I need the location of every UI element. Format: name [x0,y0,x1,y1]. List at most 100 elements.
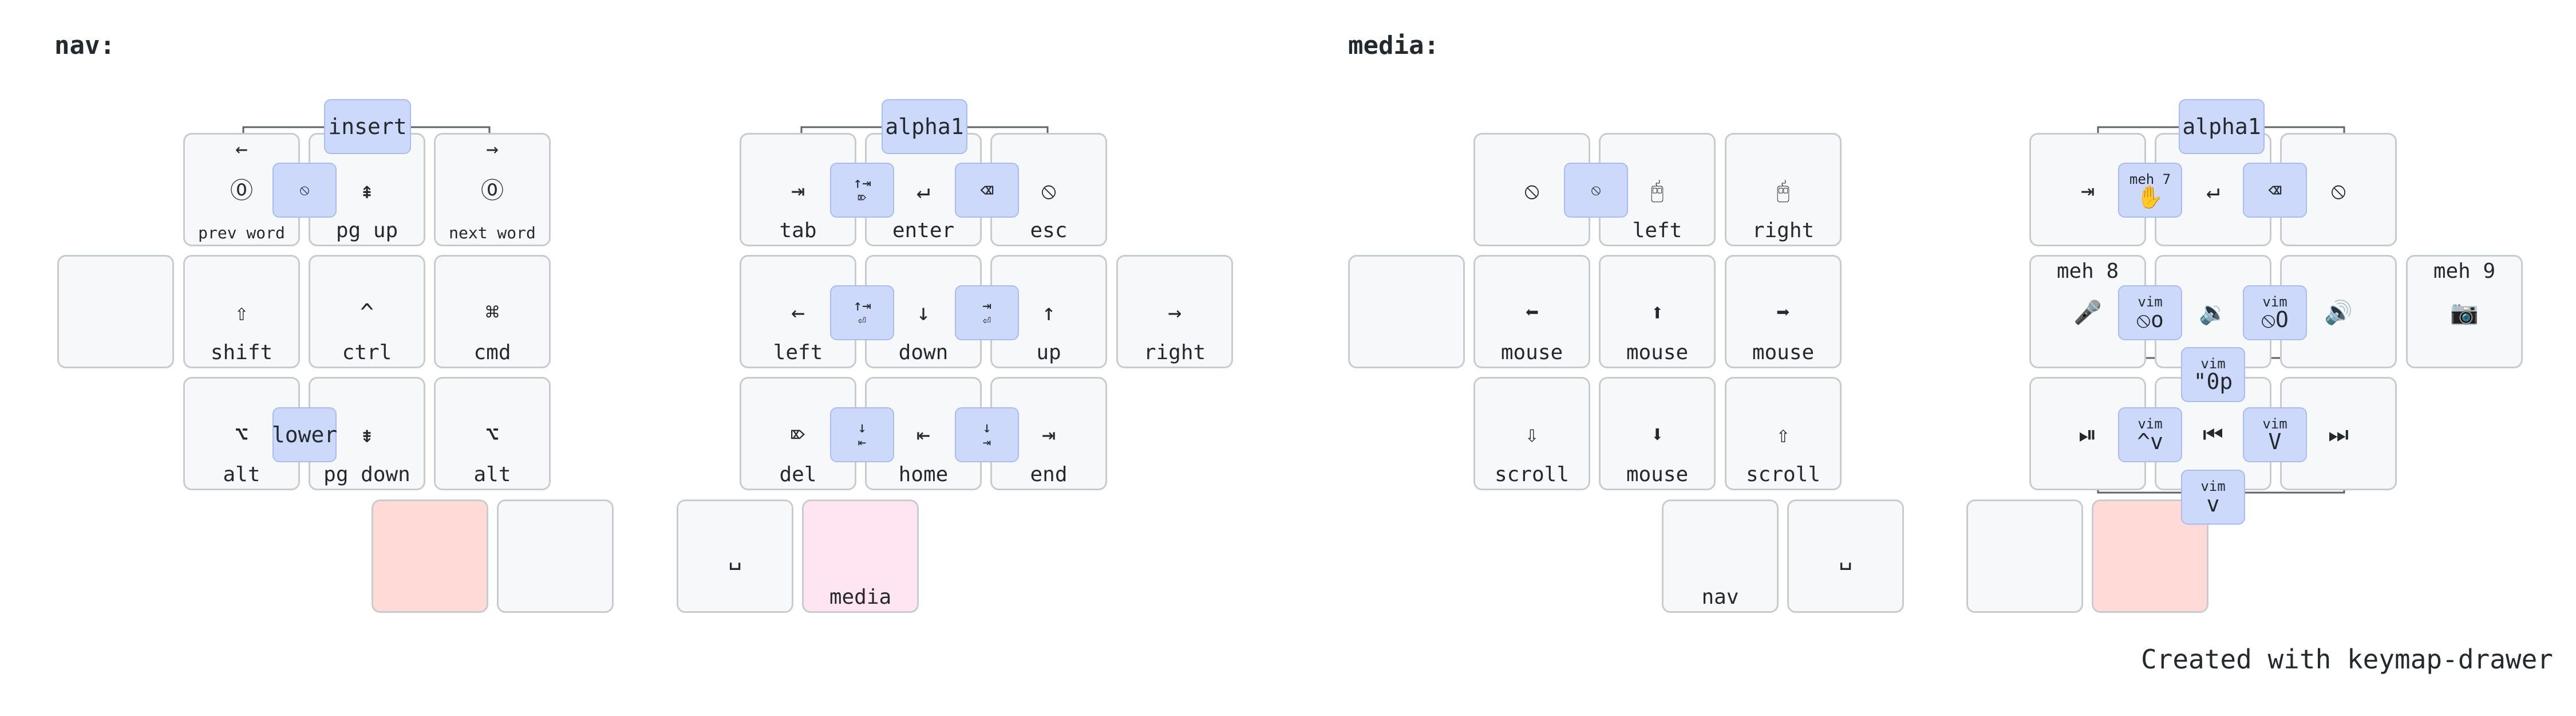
key-m-empty[interactable] [1348,255,1465,368]
key-label: esc [1030,219,1068,242]
key-m-space[interactable]: ␣ [1787,499,1904,613]
key-label: pg up [335,219,398,242]
combo-tab-enter[interactable]: ⇥⏎ [955,285,1019,340]
key-meh9[interactable]: meh 9📷 [2406,255,2523,368]
key-scroll-down[interactable]: ⇩scroll [1473,377,1590,490]
volume-up-icon: 🔊 [2324,300,2353,326]
key-nav[interactable]: nav [1662,499,1779,613]
tab-up-icon: ↑⇥ [853,297,871,314]
key-label: prev word [198,223,285,242]
esc-icon: ⦸ [1041,178,1057,204]
key-alt-right[interactable]: ⌥ alt [434,377,551,490]
scroll-down-icon: ⇩ [1524,422,1539,448]
hand-icon: ✋ [2136,184,2164,210]
mouse-icon: 🖰 [1650,178,1664,204]
key-media[interactable]: media [802,499,919,613]
space-icon: ␣ [1838,544,1853,571]
arrow-right-icon: → [1167,300,1182,326]
circle-arrow-down-icon: ⬇ [1650,422,1665,448]
cmd-icon: ⌘ [485,300,500,326]
key-label: home [898,463,949,486]
enter-icon: ↵ [916,178,931,204]
key-label: right [1143,341,1206,364]
key-mouse-move-up[interactable]: ⬆mouse [1599,255,1716,368]
arrow-down-icon: ↓ [858,419,867,436]
arrow-down-icon: ↓ [916,300,931,326]
option-icon: ⌥ [234,422,249,448]
key-empty-left[interactable] [57,255,174,368]
combo-label: v [2206,491,2220,517]
combo-down-end[interactable]: ↓⇥ [955,407,1019,462]
key-shift[interactable]: ⇧shift [183,255,300,368]
enter-icon: ↵ [2206,178,2221,204]
key-cmd[interactable]: ⌘cmd [434,255,551,368]
combo-vim-o[interactable]: vim⦸o [2118,285,2182,340]
volume-down-icon: 🔉 [2199,300,2227,326]
key-right[interactable]: → right [1116,255,1233,368]
mouse-icon: 🖰 [1776,178,1790,204]
key-label: enter [892,219,955,242]
key-scroll-up[interactable]: ⇧scroll [1725,377,1842,490]
circle-arrow-left-icon: ⬅ [1524,300,1539,326]
prev-track-icon: ⏮ [2203,422,2223,448]
combo-alpha1[interactable]: alpha1 [882,99,967,154]
key-mouse-move-left[interactable]: ⬅ mouse [1473,255,1590,368]
arrow-left-icon: ← [791,300,805,326]
combo-vim-ctrl-v[interactable]: vim^v [2118,407,2182,462]
scroll-up-icon: ⇧ [1776,422,1791,448]
key-label: pg down [323,463,410,486]
none-icon: ⦸ [1591,182,1601,199]
combo-label: ⦸o [2136,307,2164,332]
key-mouse-move-right[interactable]: ➡mouse [1725,255,1842,368]
circle-arrow-right-icon: ➡ [1776,300,1791,326]
combo-top-label: meh 7 [2129,171,2171,187]
combo-vim-0p[interactable]: vim"0p [2181,347,2245,402]
key-label: alt [223,463,260,486]
tab-icon: ⇥ [791,178,805,204]
combo-tab-swap[interactable]: ↑⇥⌦ [830,163,894,218]
combo-none[interactable]: ⦸ [272,163,337,218]
combo-backspace[interactable]: ⌫ [955,163,1019,218]
combo-top-label: vim [2138,416,2163,432]
backspace-icon: ⌫ [980,178,994,203]
combo-m-alpha1[interactable]: alpha1 [2179,99,2265,154]
key-label: mouse [1500,341,1563,364]
option-icon: ⌥ [485,422,500,448]
circle-arrow-up-icon: ⬆ [1650,300,1665,326]
space-icon: ␣ [728,544,742,571]
combo-label: "0p [2193,369,2233,394]
combo-label: insert [328,114,407,139]
key-m-thumb-empty[interactable] [1966,499,2083,613]
key-thumb-red[interactable] [372,499,488,613]
combo-m-backspace[interactable]: ⌫ [2243,163,2307,218]
combo-top-label: vim [2262,416,2287,432]
key-label: tab [779,219,817,242]
combo-insert[interactable]: insert [324,99,411,154]
arrow-right-icon: → [486,137,499,161]
arrow-down-icon: ↓ [982,419,991,436]
none-icon: ⦸ [1524,178,1540,204]
key-mouse-move-down[interactable]: ⬇mouse [1599,377,1716,490]
combo-label: V [2268,429,2282,454]
key-label: ctrl [342,341,392,364]
combo-meh7[interactable]: meh 7✋ [2118,163,2182,218]
key-ctrl[interactable]: ^ctrl [309,255,425,368]
combo-vim-O[interactable]: vim⦸O [2243,285,2307,340]
hold-label: meh 9 [2433,259,2496,283]
none-icon: ⦸ [299,182,310,199]
delete-icon: ⌦ [791,422,805,448]
key-mouse-right[interactable]: 🖰right [1725,133,1842,246]
key-label: alt [473,463,511,486]
combo-lower[interactable]: lower [272,407,337,462]
key-play-pause[interactable]: ⏯ [2029,377,2146,490]
key-thumb-empty[interactable] [497,499,614,613]
combo-m-none[interactable]: ⦸ [1564,163,1628,218]
layer-title: media: [1348,31,1439,60]
key-label: down [898,341,949,364]
combo-down-home[interactable]: ↓⇤ [830,407,894,462]
key-space[interactable]: ␣ [677,499,793,613]
combo-up-enter[interactable]: ↑⇥⏎ [830,285,894,340]
